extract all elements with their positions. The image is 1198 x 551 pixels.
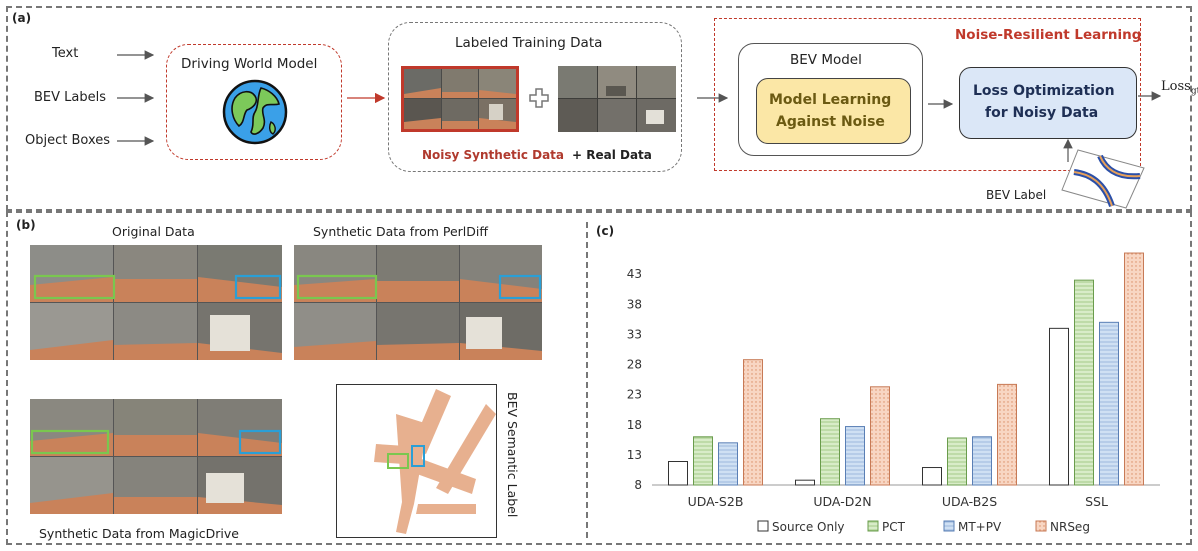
bar (743, 359, 763, 486)
panel-a-tag: (a) (12, 11, 32, 25)
legend-swatch (757, 520, 769, 532)
bar (947, 437, 967, 486)
panel-b-tag: (b) (16, 218, 36, 232)
panel-bc-border (6, 211, 1192, 545)
loss-optimization-line2: for Noisy Data (985, 105, 1099, 121)
training-data-box (388, 22, 682, 172)
magicdrive-title: Synthetic Data from MagicDrive (39, 526, 239, 541)
bar (1099, 321, 1119, 486)
noise-resilient-box (714, 18, 1141, 171)
y-tick-label: 43 (627, 267, 642, 281)
loss-optimization-box (959, 67, 1137, 139)
input-bev-labels: BEV Labels (34, 90, 107, 105)
bar (1049, 327, 1069, 486)
y-tick-label: 23 (627, 388, 642, 402)
bar (668, 461, 688, 486)
bev-label-illustration (1061, 149, 1145, 209)
bar (1124, 252, 1144, 486)
bar (870, 386, 890, 486)
x-tick-label: UDA-S2B (688, 494, 744, 509)
legend-label: MT+PV (958, 520, 1002, 534)
bar (718, 442, 738, 486)
bar (922, 467, 942, 486)
model-learning-line2: Against Noise (776, 114, 885, 130)
panel-c-tag: (c) (596, 224, 615, 238)
bar (820, 418, 840, 486)
panel-a-border (6, 6, 1192, 211)
loss-optimization-line1: Loss Optimization (973, 83, 1115, 99)
legend-swatch (943, 520, 955, 532)
x-tick-label: UDA-B2S (942, 494, 997, 509)
original-data-title: Original Data (112, 224, 195, 239)
x-tick-label: SSL (1085, 494, 1108, 509)
noise-resilient-title: Noise-Resilient Learning (955, 27, 1142, 43)
original-data-photo (30, 245, 282, 360)
loss-base: Loss (1161, 79, 1191, 94)
training-data-title: Labeled Training Data (455, 35, 603, 51)
y-tick-label: 33 (627, 327, 642, 341)
bev-semantic-map (336, 384, 497, 538)
model-learning-line1: Model Learning (769, 92, 892, 108)
bar (845, 426, 865, 486)
bev-model-title: BEV Model (790, 52, 862, 68)
driving-world-model-box (166, 44, 342, 160)
input-text: Text (52, 46, 79, 61)
loss-sub: gt (1190, 86, 1198, 97)
y-tick-label: 18 (627, 418, 642, 432)
y-tick-label: 38 (627, 297, 642, 311)
bev-model-box (738, 43, 923, 156)
y-tick-label: 28 (627, 358, 642, 372)
noisy-synthetic-label: Noisy Synthetic Data (422, 148, 565, 162)
y-tick-label: 13 (627, 448, 642, 462)
bar (1074, 279, 1094, 486)
globe-icon (222, 79, 288, 145)
real-data-label: + Real Data (572, 148, 652, 162)
perldiff-photo (294, 245, 542, 360)
bev-semantic-title: BEV Semantic Label (505, 392, 520, 518)
legend-label: NRSeg (1050, 520, 1090, 534)
legend-swatch (867, 520, 879, 532)
legend-label: Source Only (772, 520, 845, 534)
bev-label-text: BEV Label (986, 188, 1047, 202)
bar (693, 436, 713, 486)
plus-icon (529, 88, 549, 108)
model-learning-box (756, 78, 911, 144)
panel-divider (586, 222, 588, 538)
real-data-photo (558, 66, 676, 132)
input-object-boxes: Object Boxes (25, 133, 111, 148)
bar (997, 383, 1017, 486)
noisy-synthetic-photo (401, 66, 519, 132)
magicdrive-photo (30, 399, 282, 514)
driving-world-model-title: Driving World Model (181, 56, 318, 72)
x-tick-label: UDA-D2N (813, 494, 871, 509)
bar (795, 479, 815, 486)
legend-swatch (1035, 520, 1047, 532)
loss-gt-label: Lossgt (1161, 79, 1198, 97)
bar (972, 436, 992, 486)
y-tick-label: 8 (634, 478, 642, 492)
perldiff-title: Synthetic Data from PerlDiff (313, 224, 488, 239)
panel-a-arrows (117, 50, 1162, 162)
legend-label: PCT (882, 520, 906, 534)
